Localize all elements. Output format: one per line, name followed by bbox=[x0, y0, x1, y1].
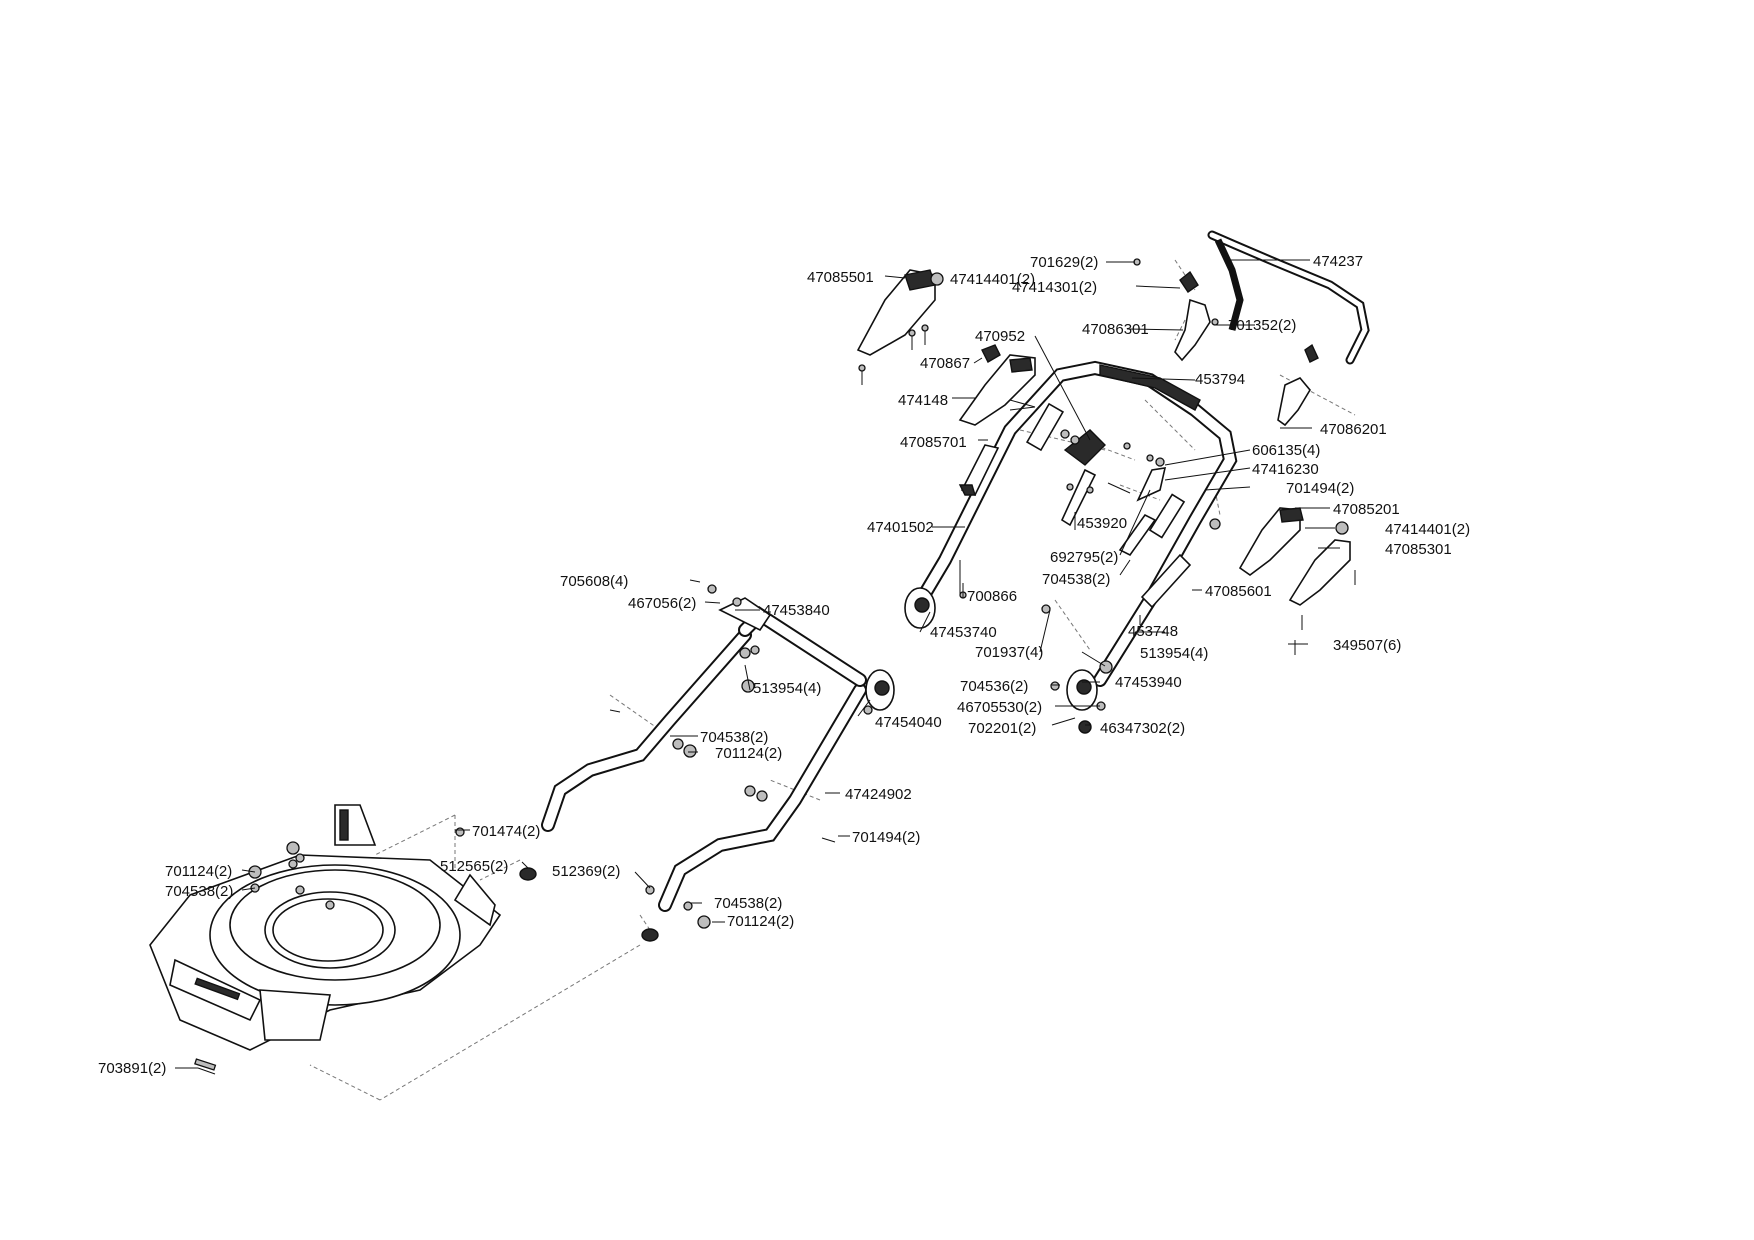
label-701629: 701629(2) bbox=[1030, 254, 1098, 271]
label-705608: 705608(4) bbox=[560, 573, 628, 590]
control-housings bbox=[856, 269, 1356, 655]
label-47086301: 47086301 bbox=[1082, 321, 1149, 338]
label-513954-right: 513954(4) bbox=[1140, 645, 1208, 662]
label-47085701: 47085701 bbox=[900, 434, 967, 451]
label-701494-lower: 701494(2) bbox=[852, 829, 920, 846]
part-labels: 474237 701629(2) 47414301(2) 47085501 47… bbox=[98, 253, 1470, 1077]
label-701124-mid: 701124(2) bbox=[715, 745, 782, 762]
label-349507: 349507(6) bbox=[1333, 637, 1401, 654]
label-692795: 692795(2) bbox=[1050, 549, 1118, 566]
label-701124-deck: 701124(2) bbox=[165, 863, 232, 880]
label-470867: 470867 bbox=[920, 355, 970, 372]
label-701937: 701937(4) bbox=[975, 644, 1043, 661]
label-700866: 700866 bbox=[967, 588, 1017, 605]
label-474237: 474237 bbox=[1313, 253, 1363, 270]
label-704538-upper: 704538(2) bbox=[1042, 571, 1110, 588]
label-47453740: 47453740 bbox=[930, 624, 997, 641]
label-704538-deck: 704538(2) bbox=[165, 883, 233, 900]
label-47085501: 47085501 bbox=[807, 269, 874, 286]
label-47414301: 47414301(2) bbox=[1012, 279, 1097, 296]
label-701474: 701474(2) bbox=[472, 823, 540, 840]
label-512565: 512565(2) bbox=[440, 858, 508, 875]
label-704538-lower: 704538(2) bbox=[714, 895, 782, 912]
label-453794: 453794 bbox=[1195, 371, 1245, 388]
mower-deck bbox=[149, 804, 502, 1051]
label-46347302: 46347302(2) bbox=[1100, 720, 1185, 737]
label-467056: 467056(2) bbox=[628, 595, 696, 612]
label-46705530: 46705530(2) bbox=[957, 699, 1042, 716]
label-702201: 702201(2) bbox=[968, 720, 1036, 737]
label-701494-upper: 701494(2) bbox=[1286, 480, 1354, 497]
label-512369: 512369(2) bbox=[552, 863, 620, 880]
label-47424902: 47424902 bbox=[845, 786, 912, 803]
upper-handle bbox=[904, 360, 1238, 711]
label-47085601: 47085601 bbox=[1205, 583, 1272, 600]
label-606135: 606135(4) bbox=[1252, 442, 1320, 459]
upper-hardware bbox=[959, 258, 1221, 734]
lower-handle bbox=[455, 584, 895, 942]
label-47416230: 47416230 bbox=[1252, 461, 1319, 478]
label-47453840: 47453840 bbox=[763, 602, 830, 619]
leader-lines bbox=[175, 259, 1340, 1069]
label-513954-left: 513954(4) bbox=[753, 680, 821, 697]
label-704536: 704536(2) bbox=[960, 678, 1028, 695]
label-47414401-left: 47414401(2) bbox=[950, 271, 1035, 288]
label-704538-mid: 704538(2) bbox=[700, 729, 768, 746]
label-47454040: 47454040 bbox=[875, 714, 942, 731]
label-47414401-right: 47414401(2) bbox=[1385, 521, 1470, 538]
label-47085201: 47085201 bbox=[1333, 501, 1400, 518]
label-703891: 703891(2) bbox=[98, 1060, 166, 1077]
label-474148: 474148 bbox=[898, 392, 948, 409]
label-453748: 453748 bbox=[1128, 623, 1178, 640]
label-47401502: 47401502 bbox=[867, 519, 934, 536]
label-701352: 701352(2) bbox=[1228, 317, 1296, 334]
label-47086201: 47086201 bbox=[1320, 421, 1387, 438]
label-47085301: 47085301 bbox=[1385, 541, 1452, 558]
label-453920: 453920 bbox=[1077, 515, 1127, 532]
label-47453940: 47453940 bbox=[1115, 674, 1182, 691]
label-701124-lower: 701124(2) bbox=[727, 913, 794, 930]
bail-bar bbox=[1207, 230, 1370, 365]
label-470952: 470952 bbox=[975, 328, 1025, 345]
